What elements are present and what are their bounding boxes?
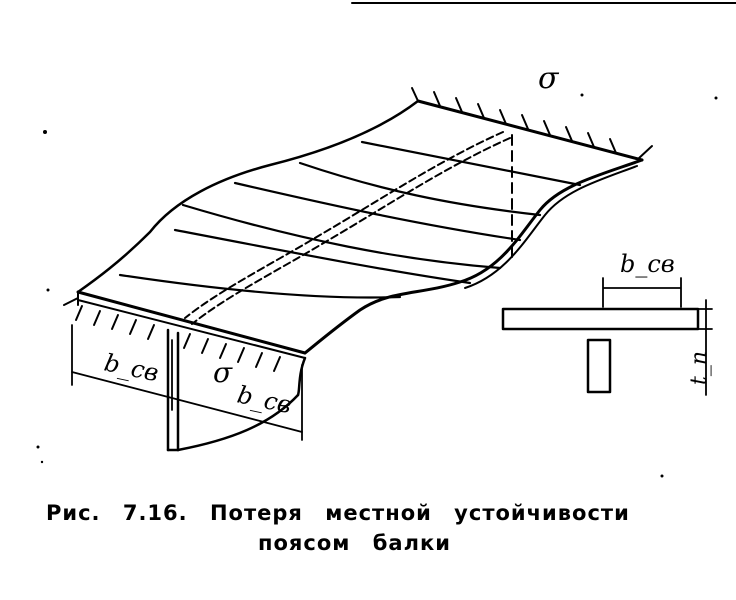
detail-width-label: b_св	[620, 250, 675, 278]
caption-line-1: Рис. 7.16. Потеря местной устойчивости	[46, 501, 630, 525]
caption-line-2: поясом балки	[258, 531, 451, 555]
beam-web	[166, 328, 307, 452]
top-stress-label: σ	[538, 61, 560, 96]
detail-web-stub	[586, 338, 612, 394]
detail-thickness-label: t_п	[687, 351, 712, 385]
detail-flange-plate	[501, 307, 700, 331]
back-load-hatching	[411, 87, 653, 160]
bottom-stress-label: σ	[213, 356, 233, 389]
dimension-lines	[71, 324, 303, 441]
cross-section-detail	[501, 277, 713, 396]
width-right-label: b_св	[235, 380, 294, 419]
front-load-hatching	[63, 297, 281, 372]
scan-speckles	[36, 93, 718, 478]
buckled-flange	[76, 99, 644, 359]
